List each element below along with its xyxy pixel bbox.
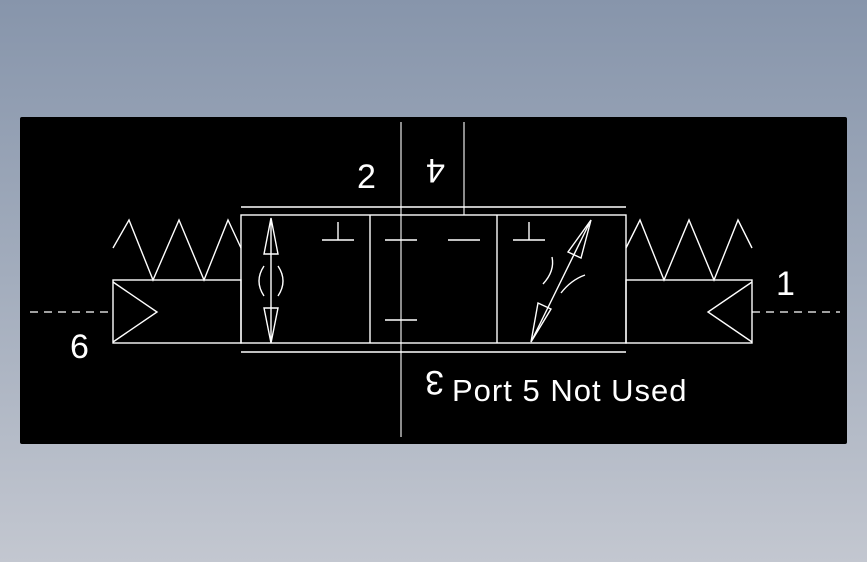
left-envelope-flow-path <box>258 217 354 344</box>
port-label-3: 3 <box>425 363 444 401</box>
left-pilot-actuator <box>112 279 242 344</box>
port-label-1: 1 <box>776 265 795 303</box>
right-spring <box>625 218 753 282</box>
left-pilot-triangle <box>112 281 159 343</box>
port-label-6: 6 <box>70 328 89 366</box>
port-note: Port 5 Not Used <box>452 373 688 408</box>
center-envelope-blocked-ports <box>385 239 480 321</box>
right-pilot-actuator <box>625 279 753 344</box>
right-envelope-flow-path <box>513 219 592 343</box>
right-pilot-triangle <box>706 281 753 343</box>
port-label-2: 2 <box>357 158 376 196</box>
valve-body <box>240 214 627 344</box>
port-label-4: 4 <box>426 151 445 189</box>
left-spring <box>112 218 242 282</box>
